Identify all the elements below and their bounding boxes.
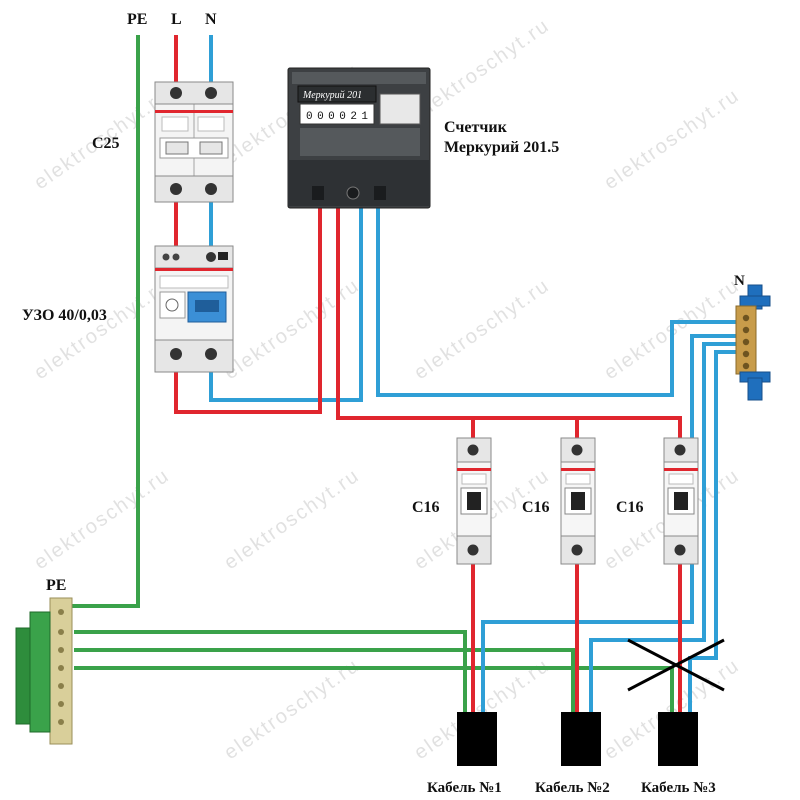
cable-1-label: Кабель №1 [427, 780, 502, 796]
pe-main-wire [72, 35, 140, 608]
neutral-meter-to-bus [376, 200, 740, 397]
neutral-bus [735, 284, 771, 401]
meter-brand-text: Меркурий 201 [302, 90, 362, 101]
c16-breaker-3 [663, 437, 699, 565]
cable-2-block [561, 712, 601, 766]
watermark: elektroschyt.ru [220, 274, 364, 384]
meter-label-line-2: Меркурий 201.5 [444, 139, 559, 156]
wrong-connection-cross [627, 638, 725, 692]
c25-label: C25 [92, 135, 120, 152]
pe-wire-cable-2 [74, 648, 575, 712]
pe-wire-cable-1 [74, 630, 467, 712]
breaker-1-label: C16 [412, 499, 440, 516]
c16-breaker-2 [560, 437, 596, 565]
phase-rcd-to-meter [174, 200, 322, 414]
neutral-rcd-to-meter [209, 200, 363, 402]
breaker-3-label: C16 [616, 499, 644, 516]
n-bus-label: N [734, 273, 745, 289]
watermark: elektroschyt.ru [220, 654, 364, 764]
electricity-meter: Меркурий 201 000021 [287, 67, 431, 209]
rcd-device [154, 245, 234, 373]
cable-1-block [457, 712, 497, 766]
watermark: elektroschyt.ru [220, 464, 364, 574]
watermark: elektroschyt.ru [410, 14, 554, 124]
breaker-2-label: C16 [522, 499, 550, 516]
neutral-bus-to-cable-2 [589, 342, 740, 712]
rcd-label: УЗО 40/0,03 [22, 307, 107, 324]
l-top-label: L [171, 11, 182, 28]
watermark: elektroschyt.ru [30, 464, 174, 574]
watermark: elektroschyt.ru [30, 274, 174, 384]
cable-2-label: Кабель №2 [535, 780, 610, 796]
pe-wire-cable-3 [74, 666, 674, 712]
cable-3-label: Кабель №3 [641, 780, 716, 796]
c25-breaker [154, 81, 234, 203]
c16-breaker-1 [456, 437, 492, 565]
neutral-bus-to-cable-3 [688, 350, 740, 712]
wires [72, 35, 740, 712]
cable-3-block [658, 712, 698, 766]
n-top-label: N [205, 11, 217, 28]
pe-top-label: PE [127, 11, 147, 28]
meter-label-line-1: Счетчик [444, 119, 508, 136]
neutral-bus-to-cable-1 [481, 334, 740, 712]
pe-bus-label: PE [46, 577, 66, 594]
phase-meter-to-breakers [336, 200, 682, 440]
watermark: elektroschyt.ru [410, 274, 554, 384]
watermark: elektroschyt.ru [600, 84, 744, 194]
pe-bus [15, 597, 73, 745]
